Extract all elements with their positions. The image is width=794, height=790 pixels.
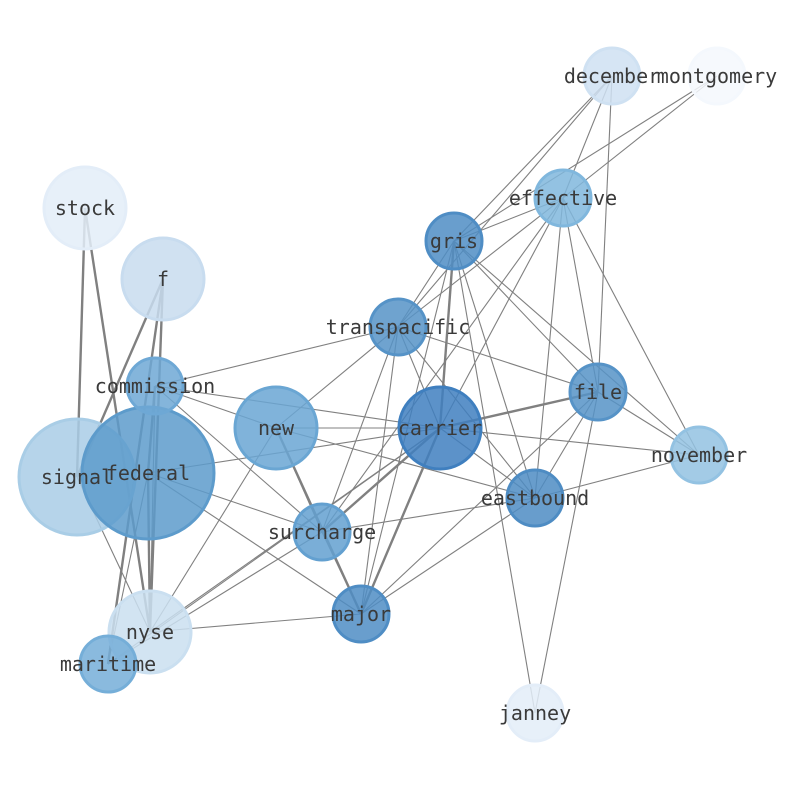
node-label-f: f — [157, 267, 169, 291]
edge-effective-november — [562, 197, 700, 456]
node-label-transpacific: transpacific — [326, 315, 471, 339]
edge-effective-eastbound — [534, 197, 564, 499]
node-label-maritime: maritime — [60, 652, 156, 676]
node-circle-surcharge — [292, 502, 352, 562]
node-label-commission: commission — [95, 374, 215, 398]
edge-transpacific-major — [360, 326, 399, 615]
node-janney — [505, 683, 565, 743]
edge-gris-november — [453, 240, 700, 456]
edge-transpacific-effective — [397, 197, 564, 328]
node-stock — [42, 165, 128, 251]
node-layer — [17, 46, 747, 743]
edge-gris-file — [453, 240, 599, 393]
node-december — [582, 46, 642, 106]
node-effective — [533, 168, 593, 228]
node-label-surcharge: surcharge — [268, 520, 376, 544]
edge-december-transpacific — [397, 75, 613, 328]
edge-december-file — [597, 75, 613, 393]
node-circle-commission — [125, 356, 185, 416]
node-circle-f — [120, 236, 206, 322]
node-label-signal: signal — [41, 465, 113, 489]
node-label-file: file — [574, 380, 622, 404]
edge-eastbound-surcharge — [321, 497, 536, 533]
node-f — [120, 236, 206, 322]
node-label-stock: stock — [55, 196, 115, 220]
node-november — [669, 425, 729, 485]
edge-file-janney — [534, 391, 599, 714]
node-circle-november — [669, 425, 729, 485]
edge-eastbound-major — [360, 497, 536, 615]
node-file — [568, 362, 628, 422]
node-label-november: november — [651, 443, 747, 467]
node-label-federal: federal — [106, 461, 190, 485]
node-circle-transpacific — [368, 297, 428, 357]
edge-new-eastbound — [275, 427, 536, 499]
edge-transpacific-file — [397, 326, 599, 393]
edge-gris-janney — [453, 240, 536, 714]
node-circle-effective — [533, 168, 593, 228]
node-label-major: major — [331, 602, 391, 626]
node-circle-eastbound — [505, 468, 565, 528]
node-montgomery — [687, 46, 747, 106]
edge-carrier-effective — [439, 197, 564, 429]
node-circle-janney — [505, 683, 565, 743]
node-circle-december — [582, 46, 642, 106]
edge-effective-surcharge — [321, 197, 564, 533]
edge-effective-montgomery — [562, 75, 718, 199]
edge-file-major — [360, 391, 599, 615]
node-surcharge — [292, 502, 352, 562]
node-label-janney: janney — [499, 701, 571, 725]
node-label-nyse: nyse — [126, 620, 174, 644]
edge-gris-eastbound — [453, 240, 536, 499]
node-new — [233, 385, 319, 471]
edge-commission-transpacific — [154, 326, 399, 387]
node-label-effective: effective — [509, 186, 617, 210]
node-circle-gris — [424, 211, 484, 271]
node-major — [331, 584, 391, 644]
node-maritime — [78, 634, 138, 694]
node-eastbound — [505, 468, 565, 528]
node-label-eastbound: eastbound — [481, 486, 589, 510]
node-circle-new — [233, 385, 319, 471]
node-circle-montgomery — [687, 46, 747, 106]
node-label-new: new — [258, 416, 295, 440]
node-gris — [424, 211, 484, 271]
node-circle-carrier — [397, 385, 483, 471]
node-label-gris: gris — [430, 229, 478, 253]
node-circle-file — [568, 362, 628, 422]
edge-transpacific-surcharge — [321, 326, 399, 533]
node-circle-stock — [42, 165, 128, 251]
node-circle-major — [331, 584, 391, 644]
node-transpacific — [368, 297, 428, 357]
edge-commission-surcharge — [154, 385, 323, 533]
node-label-carrier: carrier — [398, 416, 482, 440]
edge-montgomery-gris — [453, 75, 718, 242]
edge-gris-december — [453, 75, 613, 242]
node-label-montgomery: montgomery — [657, 64, 777, 88]
edge-effective-file — [562, 197, 599, 393]
node-circle-maritime — [78, 634, 138, 694]
node-commission — [125, 356, 185, 416]
node-carrier — [397, 385, 483, 471]
node-label-december: december — [564, 64, 660, 88]
